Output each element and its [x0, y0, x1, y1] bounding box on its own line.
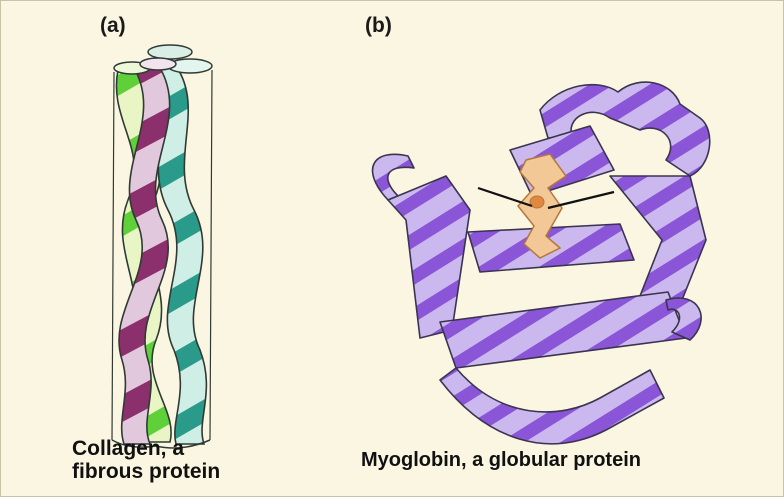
collagen-caption-line-2: fibrous protein — [72, 461, 312, 484]
collagen-caption: Collagen, a fibrous protein — [72, 438, 312, 483]
collagen-triple-helix-icon — [112, 45, 212, 448]
myoglobin-ribbon-icon — [373, 82, 710, 444]
myoglobin-caption: Myoglobin, a globular protein — [361, 450, 641, 472]
collagen-caption-line-1: Collagen, a — [72, 438, 312, 461]
